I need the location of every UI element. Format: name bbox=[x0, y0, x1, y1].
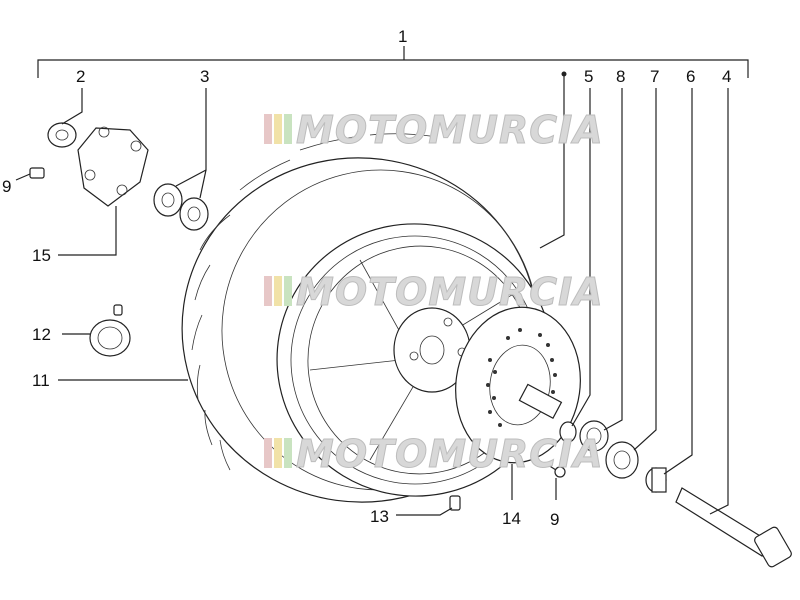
callout-11: 11 bbox=[32, 371, 50, 390]
callout-7: 7 bbox=[650, 67, 659, 86]
bearing-part-8 bbox=[579, 420, 609, 452]
seal-part-7 bbox=[605, 441, 639, 479]
callout-5: 5 bbox=[584, 67, 593, 86]
callout-14: 14 bbox=[502, 509, 521, 528]
watermark-text: MOTOMURCIA bbox=[296, 108, 604, 152]
clamp-part-12 bbox=[89, 304, 131, 357]
drive-flange-part-15 bbox=[77, 126, 149, 207]
bearing-pair-part-3 bbox=[153, 183, 209, 231]
watermark-text: MOTOMURCIA bbox=[296, 432, 604, 476]
watermark-top: MOTOMURCIA bbox=[264, 108, 604, 153]
callout-9-left: 9 bbox=[2, 177, 11, 196]
callout-labels: 1 2 3 4 5 6 7 8 9 9 11 12 13 14 15 bbox=[2, 27, 731, 529]
callout-8: 8 bbox=[616, 67, 625, 86]
axle-part-4 bbox=[675, 487, 792, 568]
watermark-middle: MOTOMURCIA bbox=[264, 270, 604, 315]
screw-part-13 bbox=[449, 495, 461, 511]
callout-3: 3 bbox=[200, 67, 209, 86]
screw-part-9-right bbox=[547, 464, 566, 478]
hub-nut-part-2 bbox=[47, 122, 77, 148]
callout-15: 15 bbox=[32, 246, 51, 265]
screw-part-9-left bbox=[29, 167, 45, 179]
watermark-text: MOTOMURCIA bbox=[296, 270, 604, 314]
callout-12: 12 bbox=[32, 325, 51, 344]
callout-4: 4 bbox=[722, 67, 731, 86]
callout-2: 2 bbox=[76, 67, 85, 86]
callout-1: 1 bbox=[398, 27, 407, 46]
spacer-part-5 bbox=[518, 383, 577, 443]
leader-lines bbox=[15, 71, 729, 516]
callout-6: 6 bbox=[686, 67, 695, 86]
callout-13: 13 bbox=[370, 507, 389, 526]
watermark-bottom: MOTOMURCIA bbox=[264, 432, 604, 477]
bushing-part-6 bbox=[645, 467, 667, 493]
brake-disc-part-14 bbox=[455, 306, 581, 464]
callout-9-right: 9 bbox=[550, 510, 559, 529]
assembly-bracket bbox=[37, 46, 749, 78]
axle-stack bbox=[518, 383, 792, 568]
